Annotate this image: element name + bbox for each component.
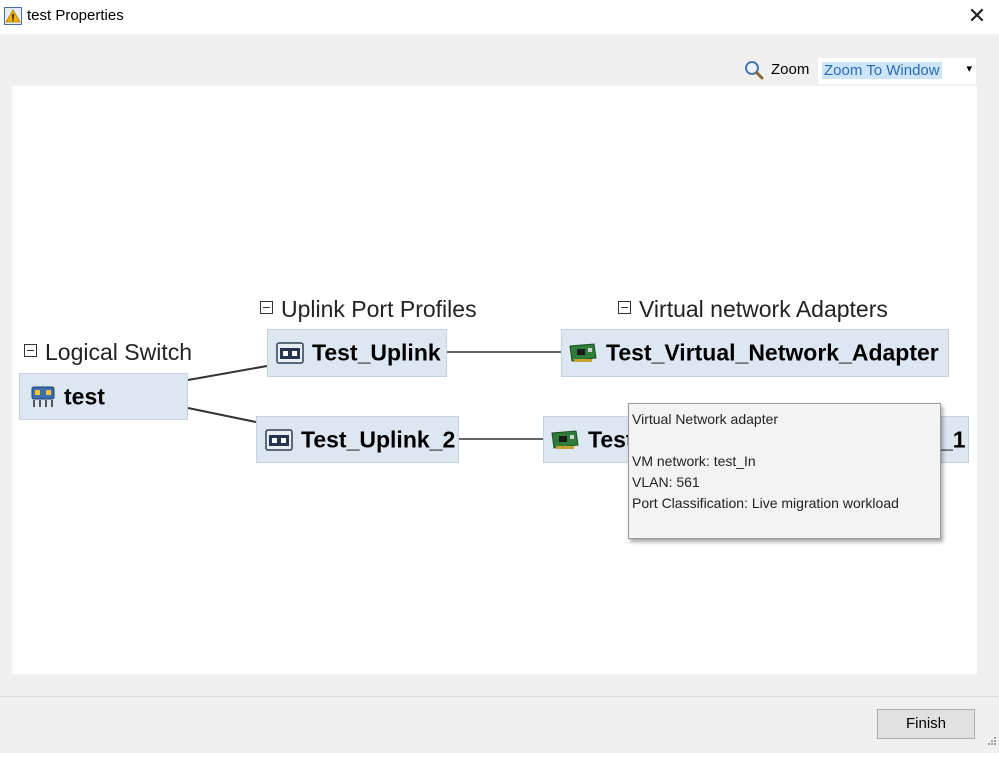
network-adapter-icon (551, 429, 579, 449)
tooltip-title: Virtual Network adapter (632, 411, 779, 427)
group-label: Logical Switch (45, 339, 193, 365)
node-virtual-adapter-1[interactable]: Test_Virtual_Network_Adapter (561, 329, 949, 377)
tooltip-port-classification: Port Classification: Live migration work… (632, 495, 899, 511)
chevron-down-icon[interactable]: ▾ (966, 63, 972, 75)
close-button[interactable]: ✕ (967, 3, 987, 28)
resize-grip-icon[interactable] (985, 734, 997, 748)
zoom-selected-value: Zoom To Window (822, 62, 942, 79)
node-label: Test_Uplink (312, 339, 441, 366)
collapse-icon[interactable] (618, 301, 631, 315)
magnifier-icon (745, 61, 764, 80)
switch-icon (31, 386, 55, 407)
group-header-virtual-network-adapters: Virtual network Adapters (618, 296, 888, 323)
collapse-icon[interactable] (24, 344, 37, 358)
node-label-end: _1 (940, 426, 966, 452)
node-label: Test_Virtual_Network_Adapter (606, 339, 939, 366)
collapse-icon[interactable] (260, 301, 273, 315)
node-uplink-test-uplink-2[interactable]: Test_Uplink_2 (256, 416, 459, 463)
uplink-profile-icon (265, 428, 293, 451)
network-adapter-icon (569, 343, 597, 362)
tooltip-vlan: VLAN: 561 (632, 474, 700, 490)
group-header-uplink-port-profiles: Uplink Port Profiles (260, 296, 477, 323)
node-label: test (64, 383, 105, 409)
node-uplink-test-uplink[interactable]: Test_Uplink (267, 329, 447, 377)
adapter-tooltip: Virtual Network adapter VM network: test… (628, 403, 941, 539)
tooltip-vm-network: VM network: test_In (632, 453, 756, 469)
group-header-logical-switch: Logical Switch (24, 339, 192, 366)
group-label: Uplink Port Profiles (281, 296, 477, 322)
warning-app-icon (4, 7, 22, 25)
node-logical-switch-test[interactable]: test (19, 373, 188, 420)
uplink-profile-icon (276, 342, 304, 364)
window-title: test Properties (27, 7, 124, 24)
zoom-dropdown[interactable]: Zoom To Window ▾ (818, 58, 976, 84)
group-label: Virtual network Adapters (639, 296, 888, 322)
node-label: Test_Uplink_2 (301, 426, 456, 452)
title-bar: test Properties ✕ (0, 0, 999, 34)
dialog-footer (0, 696, 999, 753)
finish-button[interactable]: Finish (877, 709, 975, 739)
zoom-label: Zoom (771, 61, 810, 78)
node-label: Test (588, 426, 634, 452)
